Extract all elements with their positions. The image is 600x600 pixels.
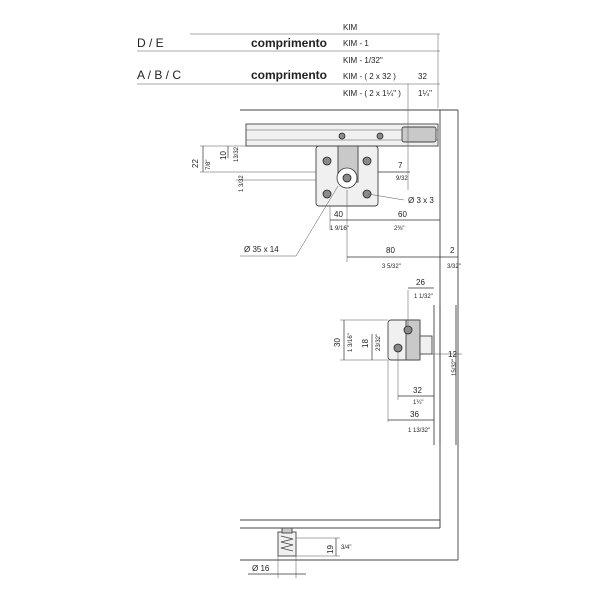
dim80-label: 80 — [386, 246, 395, 255]
hole35-leader — [295, 185, 339, 257]
dim40-inch: 1 9/16" — [330, 226, 349, 232]
dim26-label: 26 — [416, 278, 425, 287]
dim32-label: 32 — [413, 386, 422, 395]
dim26-inch: 1 1/32" — [414, 294, 433, 300]
row-abc-value-mm: 32 — [418, 72, 427, 81]
kim-label: KIM — [343, 23, 358, 32]
dim19-inch: 3/4" — [341, 545, 351, 551]
row-abc-formula-in: KIM - ( 2 x 1¼" ) — [343, 89, 401, 98]
dim12-inch: 15/32" — [452, 359, 458, 376]
row-abc-letters: A / B / C — [137, 68, 181, 82]
dim60-inch: 2⅜" — [394, 226, 404, 232]
side-tab — [419, 335, 433, 355]
dim10-inch: 13/32 — [234, 146, 240, 162]
row-de-formula-mm: KIM - 1 — [343, 39, 369, 48]
dim13-inch: 1 3/32 — [239, 175, 245, 192]
end-cap — [401, 126, 437, 143]
rail-screw-icon — [338, 132, 346, 140]
plate-screw-icon — [362, 156, 372, 166]
dim22-inch: 7/8" — [206, 160, 212, 170]
dim40-label: 40 — [334, 210, 343, 219]
dim32-inch: 1¼" — [413, 400, 423, 406]
dim19-label: 19 — [326, 545, 335, 554]
hole35-label: Ø 35 x 14 — [244, 245, 279, 254]
row-abc-word: comprimento — [251, 68, 327, 82]
damper-body — [277, 531, 297, 557]
dim7-inch: 9/32 — [396, 176, 408, 182]
plate-screw-icon — [322, 156, 332, 166]
dia16-label: Ø 16 — [252, 564, 270, 573]
row-abc-value-in: 1¼" — [418, 89, 432, 98]
plate-screw-icon — [362, 189, 372, 199]
hole3-leader — [367, 193, 405, 201]
header-table: KIM D / E comprimento KIM - 1 KIM - 1/32… — [137, 23, 440, 125]
dim22-label: 22 — [191, 159, 200, 168]
side-screw-icon — [403, 325, 413, 335]
dim30-inch: 1 3/16" — [348, 333, 354, 352]
dim60-label: 60 — [398, 210, 407, 219]
dim30-label: 30 — [333, 338, 342, 347]
dim18-inch: 23/32" — [376, 334, 382, 351]
dim12-label: 12 — [448, 350, 457, 359]
side-view: 26 1 1/32" 30 1 3/16" 18 23/32" 12 15/32… — [333, 278, 462, 445]
rail-screw-icon — [376, 132, 384, 140]
row-abc-formula-mm: KIM - ( 2 x 32 ) — [343, 72, 396, 81]
side-screw-icon — [393, 343, 403, 353]
spring-icon — [280, 535, 294, 552]
dim2-inch: 3/32" — [447, 264, 461, 270]
dim18-label: 18 — [361, 339, 370, 348]
hole3-label: Ø 3 x 3 — [408, 196, 434, 205]
plate-screw-icon — [322, 189, 332, 199]
dim10-label: 10 — [219, 151, 228, 160]
dim80-inch: 3 5/32" — [382, 264, 401, 270]
bottom-view: 19 3/4" Ø 16 — [240, 519, 458, 578]
cup-screw-icon — [342, 173, 352, 183]
dim7-label: 7 — [398, 161, 403, 170]
row-de-word: comprimento — [251, 36, 327, 50]
dim36-inch: 1 13/32" — [408, 428, 430, 434]
row-de-letters: D / E — [137, 36, 164, 50]
dim36-label: 36 — [410, 410, 419, 419]
damper-cap — [281, 527, 293, 534]
row-de-formula-in: KIM - 1/32" — [343, 56, 383, 65]
dim2-label: 2 — [450, 246, 455, 255]
